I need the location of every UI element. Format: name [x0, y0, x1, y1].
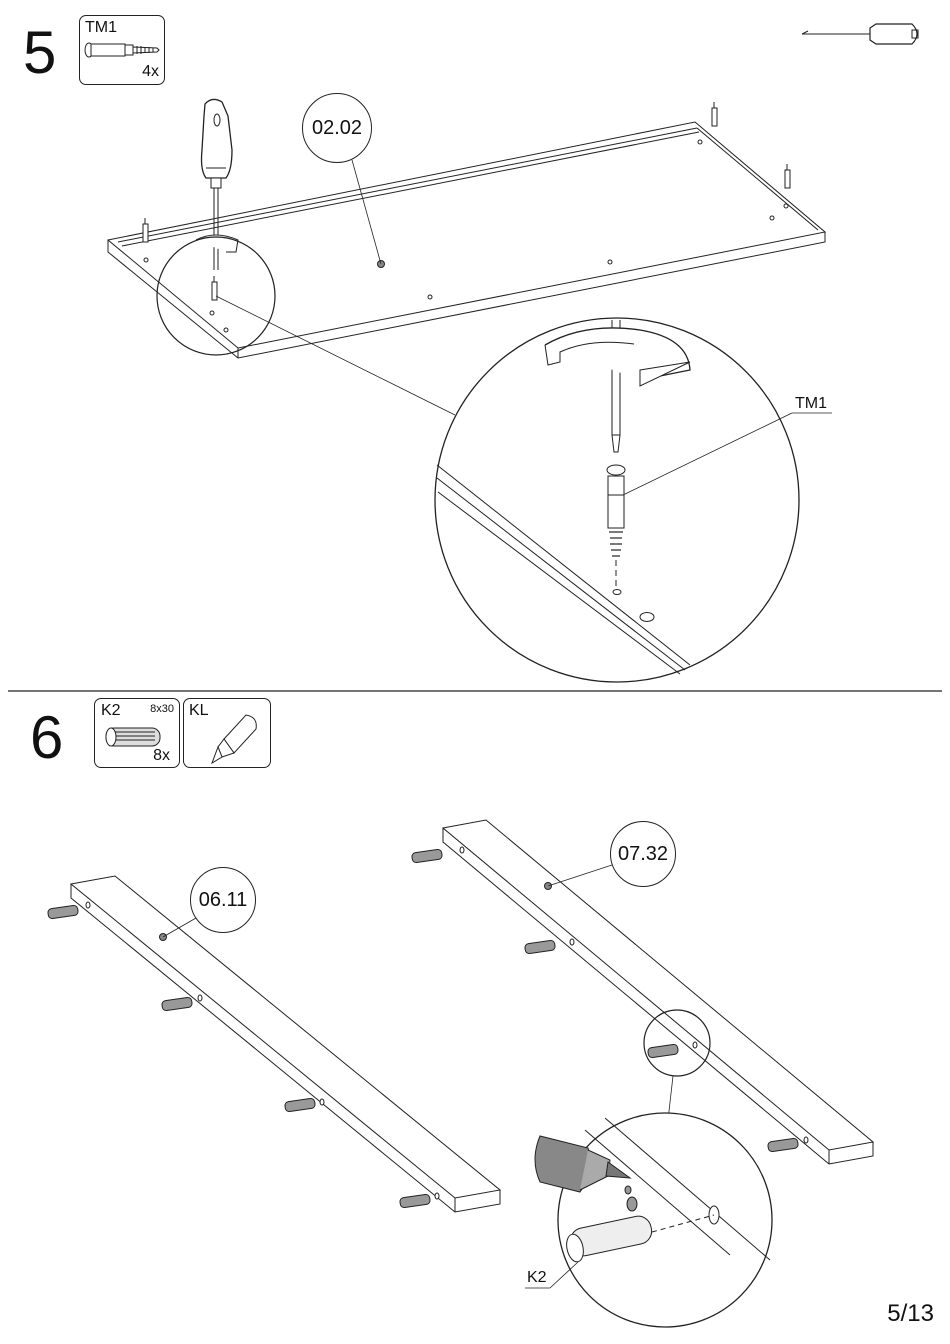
callout-panel-02-02: 02.02	[302, 93, 372, 163]
detail-circle-tm1	[435, 318, 832, 682]
part-quantity: 8x	[153, 748, 170, 764]
page-number: 5/13	[887, 1302, 934, 1326]
part-box-tm1: TM1 4x	[79, 15, 165, 85]
rail-06-11	[71, 876, 500, 1212]
detail-label-tm1: TM1	[795, 396, 827, 412]
step-number-6: 6	[30, 708, 63, 768]
detail-circle-k2	[525, 1113, 772, 1327]
part-code: TM1	[85, 20, 117, 36]
callout-label: 06.11	[199, 889, 248, 912]
part-box-k2: K2 8x30 8x	[94, 698, 180, 768]
part-size: 8x30	[150, 704, 174, 715]
part-quantity: 4x	[142, 64, 159, 80]
callout-rail-06-11: 06.11	[190, 867, 256, 933]
glue-bottle-icon	[206, 711, 262, 765]
cam-bolt-icon	[83, 38, 161, 62]
part-code: K2	[101, 703, 121, 719]
tool-screwdriver-icon	[802, 24, 918, 44]
callout-label: 02.02	[312, 117, 362, 140]
callout-rail-07-32: 07.32	[610, 821, 676, 887]
step-number-5: 5	[23, 23, 56, 83]
detail-label-k2: K2	[527, 1270, 547, 1286]
callout-label: 07.32	[618, 843, 668, 866]
dowel-icon	[103, 725, 163, 749]
part-box-kl: KL	[183, 698, 271, 768]
